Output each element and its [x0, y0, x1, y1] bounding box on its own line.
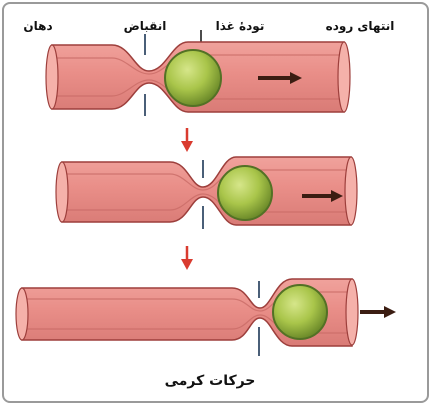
stage3-direction-arrowhead: [384, 306, 396, 318]
peristalsis-caption: حرکات کرمی: [165, 373, 256, 389]
food-bolus-label: تودهٔ غذا: [216, 19, 265, 34]
step-arrow-2-head: [181, 259, 193, 270]
stage1-right-opening: [338, 42, 350, 112]
stage2-left-opening: [56, 162, 68, 222]
stage1-left-opening: [46, 45, 58, 109]
stage2-tube: [62, 157, 351, 225]
intestine-end-label: انتهای روده: [326, 19, 395, 34]
stage2-right-opening: [345, 157, 357, 225]
stage3-right-opening: [346, 279, 358, 345]
stage2-food-bolus: [218, 166, 272, 220]
stage3-food-bolus: [273, 285, 327, 339]
step-arrow-1-head: [181, 141, 193, 152]
contraction-label: انقباض: [124, 19, 167, 33]
stage1-food-bolus: [165, 50, 221, 106]
stage3-left-opening: [16, 288, 28, 340]
mouth-label: دهان: [23, 19, 52, 33]
